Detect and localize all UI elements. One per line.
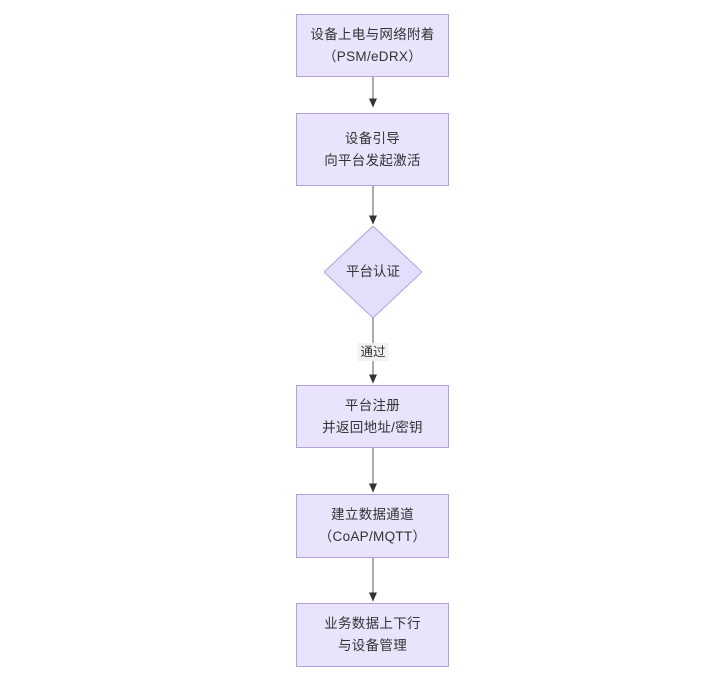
node-business-data-line2: 与设备管理 — [338, 638, 407, 653]
node-bootstrap[interactable]: 设备引导 向平台发起激活 — [296, 113, 449, 186]
node-bootstrap-line1: 设备引导 — [344, 130, 401, 146]
node-platform-register[interactable]: 平台注册 并返回地址/密钥 — [296, 385, 449, 448]
node-data-channel-line1: 建立数据通道 — [331, 507, 414, 522]
node-platform-register-line2: 并返回地址/密钥 — [322, 419, 423, 435]
node-platform-auth-label: 平台认证 — [346, 264, 400, 279]
edge-label-pass: 通过 — [357, 343, 389, 361]
node-data-channel-line2: （CoAP/MQTT） — [318, 529, 427, 544]
node-power-on-line2: （PSM/eDRX） — [322, 48, 423, 64]
node-platform-auth[interactable]: 平台认证 — [324, 226, 422, 318]
node-business-data[interactable]: 业务数据上下行 与设备管理 — [296, 603, 449, 667]
node-business-data-line1: 业务数据上下行 — [324, 616, 421, 631]
diamond-shape-icon — [324, 226, 422, 318]
node-platform-register-line1: 平台注册 — [344, 397, 401, 413]
node-data-channel[interactable]: 建立数据通道 （CoAP/MQTT） — [296, 494, 449, 558]
node-power-on[interactable]: 设备上电与网络附着 （PSM/eDRX） — [296, 14, 449, 77]
node-bootstrap-line2: 向平台发起激活 — [324, 152, 421, 168]
node-power-on-line1: 设备上电与网络附着 — [310, 26, 435, 42]
